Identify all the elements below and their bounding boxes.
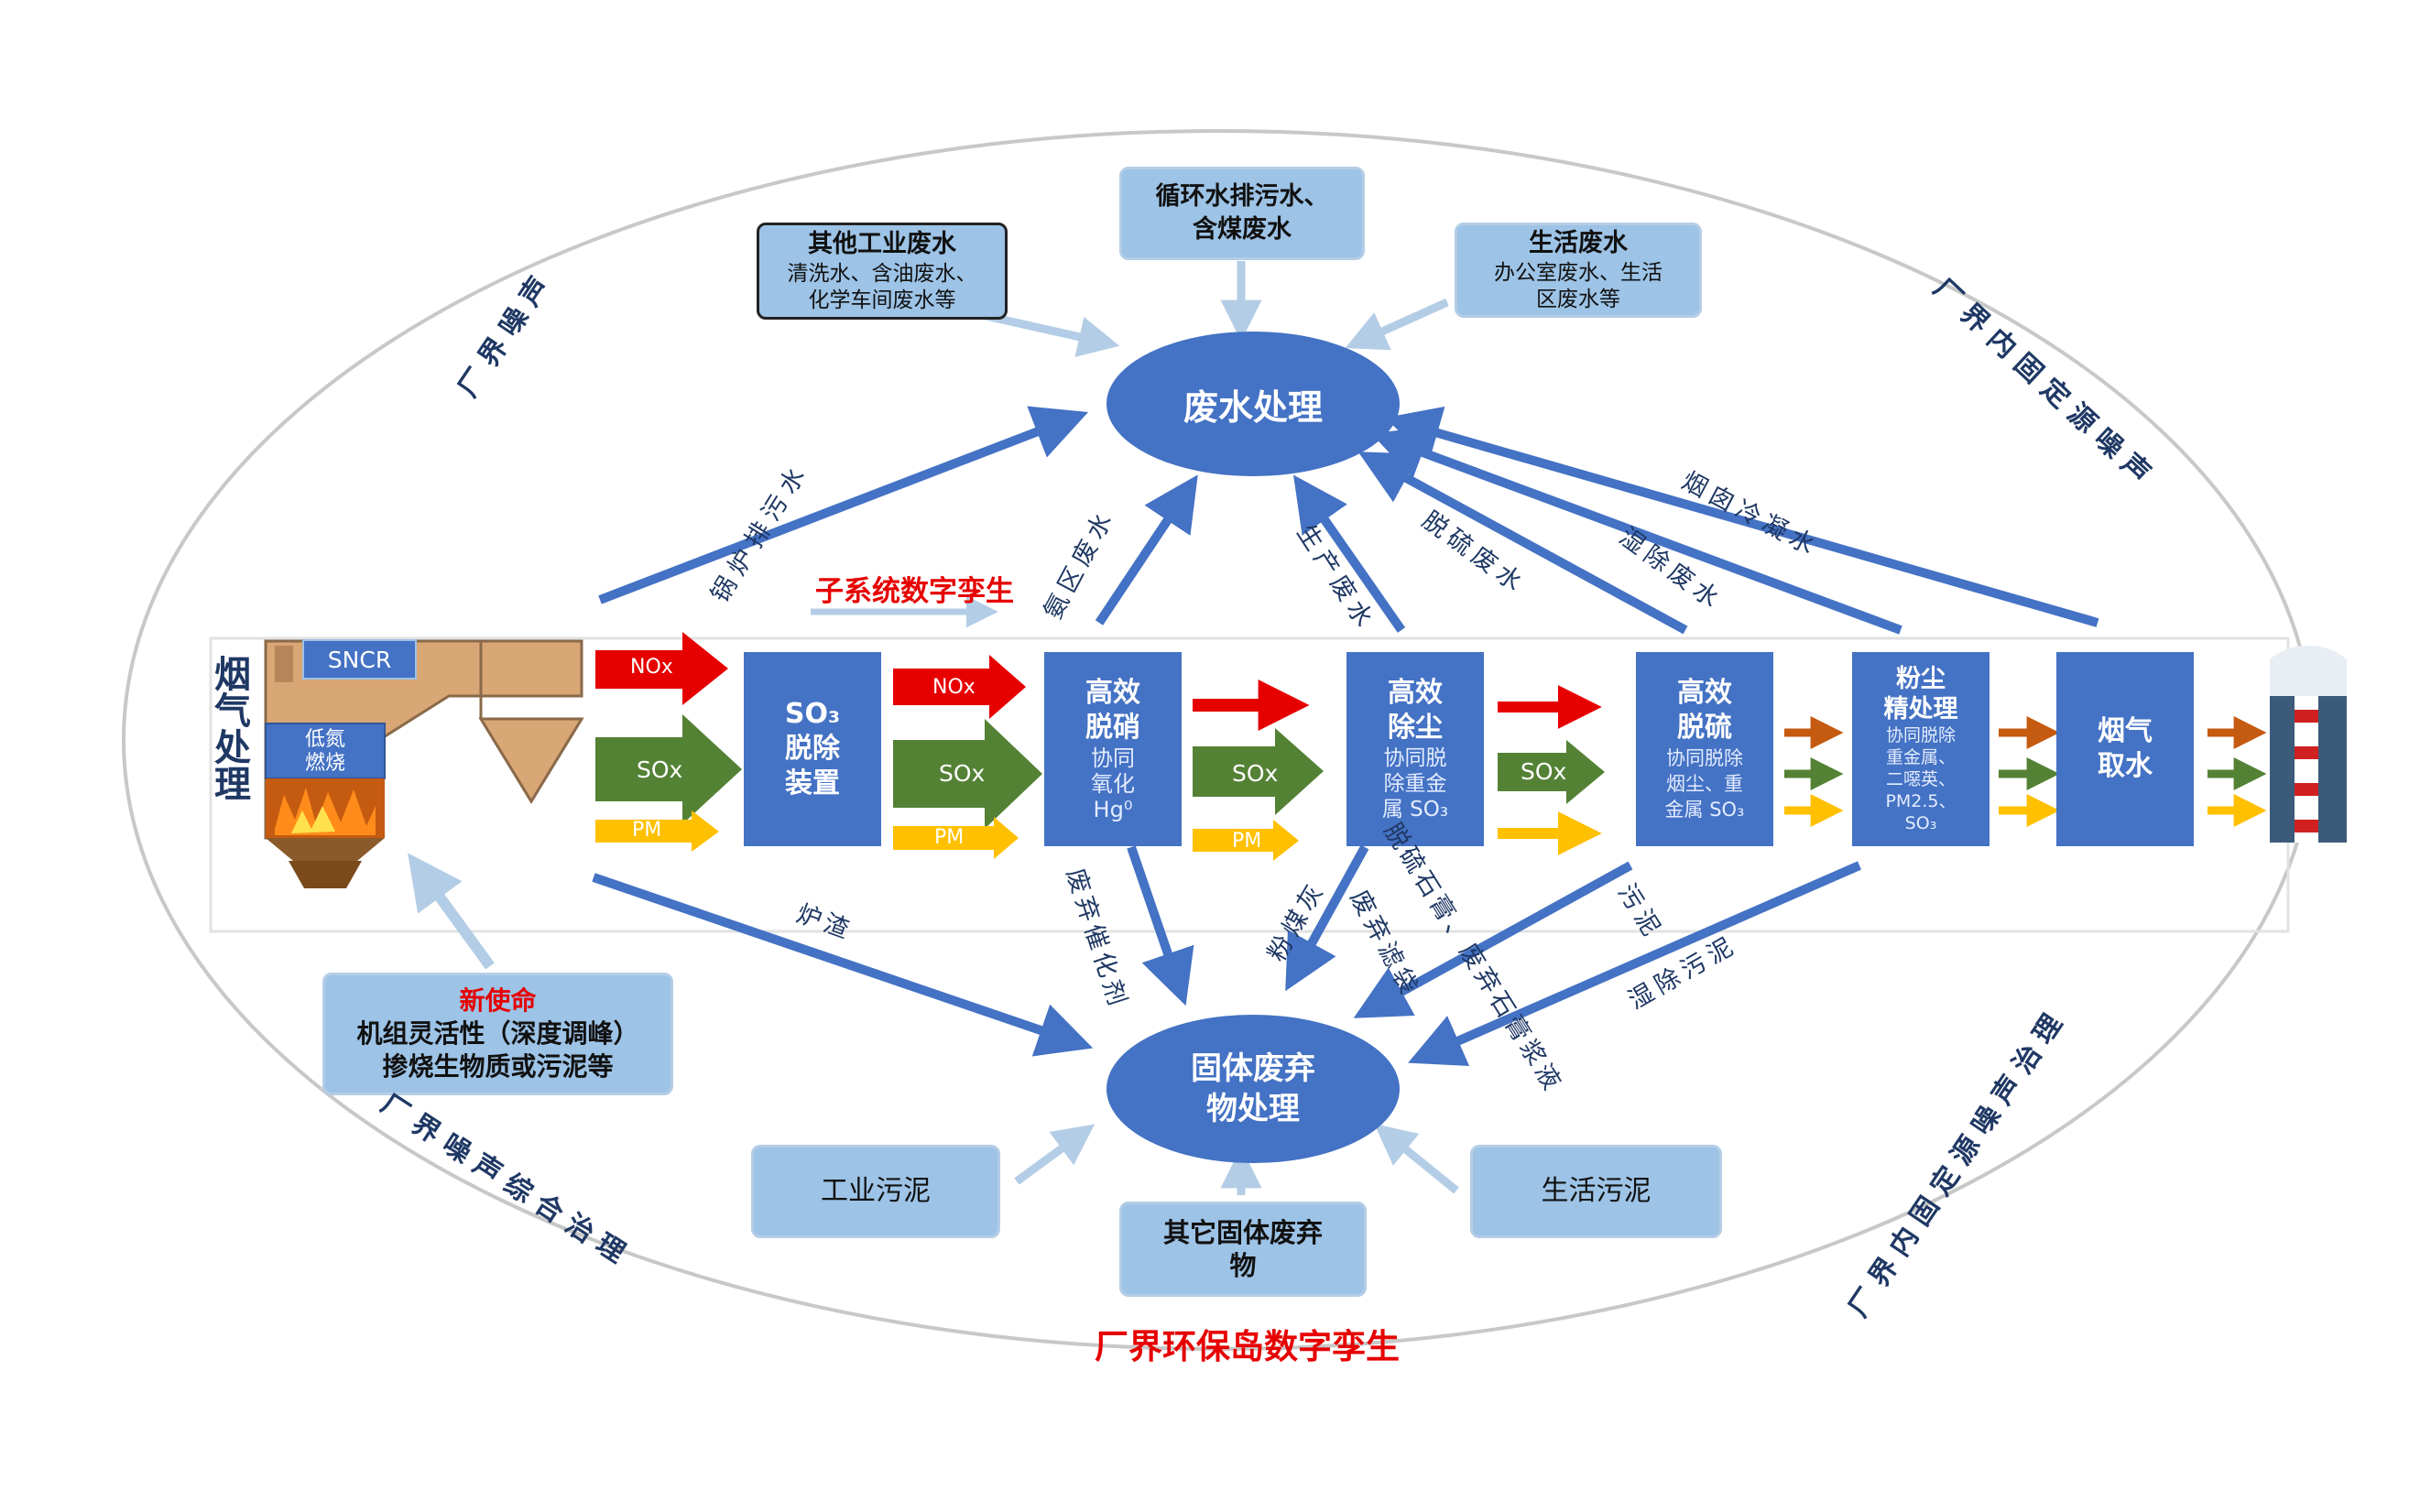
so3-removal-unit: SO₃ 脱除 装置	[744, 652, 881, 846]
flow-dust-to-ww	[1293, 474, 1406, 633]
ww-input-arrow-3	[1345, 298, 1449, 351]
flow-desulf-to-ww	[1357, 451, 1688, 635]
denitration-unit: 高效 脱硝 协同 氧化 Hg⁰	[1044, 652, 1182, 846]
sw-input-arrow-3	[1374, 1124, 1459, 1194]
pm-arrow-3	[1193, 820, 1299, 861]
subsystem-digital-twin-label: 子系统数字孪生	[815, 575, 1014, 608]
sncr-label: SNCR	[302, 639, 417, 680]
domestic-sludge-box: 生活污泥	[1470, 1145, 1722, 1238]
pm-label-1: PM	[632, 819, 662, 842]
sox-label-2: SOx	[939, 760, 986, 787]
boiler-illustration	[264, 639, 584, 888]
flow-denox-to-sw	[1127, 845, 1194, 1006]
flue-water-recovery-unit: 烟气 取水	[2056, 652, 2194, 846]
sox-arrow-3	[1193, 728, 1324, 815]
sox-label-3: SOx	[1232, 760, 1279, 787]
pm-label-3: PM	[1232, 830, 1262, 853]
chimney-illustration	[2270, 646, 2347, 843]
flow-boiler-to-ww	[598, 406, 1089, 604]
pm-label-2: PM	[934, 826, 965, 849]
flow-dust-to-sw	[1285, 844, 1369, 992]
domestic-wastewater-box: 生活废水 办公室废水、生活 区废水等	[1455, 223, 1702, 318]
sox-arrow-4	[1498, 740, 1605, 804]
solid-waste-treatment-center: 固体废弃 物处理	[1106, 1015, 1400, 1163]
industrial-sludge-box: 工业污泥	[751, 1145, 1000, 1238]
sox-label-1: SOx	[637, 756, 683, 783]
mission-arrow	[408, 853, 495, 970]
fine-dust-treatment-unit: 粉尘 精处理 协同脱除 重金属、 二噁英、 PM2.5、 SO₃	[1852, 652, 1989, 846]
wastewater-treatment-center: 废水处理	[1106, 332, 1400, 476]
circulating-water-box: 循环水排污水、 含煤废水	[1119, 167, 1365, 260]
nox-arrow-1	[595, 632, 728, 705]
pm-arrow-2	[893, 817, 1019, 859]
flow-fine-to-sw	[1408, 861, 1862, 1067]
sw-input-arrow-1	[1014, 1124, 1096, 1185]
low-nox-burner-label: 低氮燃烧	[304, 728, 345, 775]
nox-arrow-2	[893, 655, 1026, 719]
nox-label-2: NOx	[932, 676, 976, 699]
desulfurization-unit: 高效 脱硫 协同脱除 烟尘、重 金属 SO₃	[1636, 652, 1773, 846]
nox-label-1: NOx	[630, 656, 673, 679]
sox-label-4: SOx	[1521, 758, 1567, 785]
flue-gas-label: 烟气处理	[208, 655, 250, 801]
flow-desulf-to-sw	[1353, 861, 1633, 1018]
flow-denox-to-ww	[1095, 474, 1198, 625]
environmental-island-title: 厂界环保岛数字孪生	[1095, 1327, 1400, 1366]
sox-arrow-2	[893, 719, 1042, 829]
other-industrial-wastewater-box: 其他工业废水 清洗水、含油废水、 化学车间废水等	[757, 223, 1008, 320]
other-solid-waste-box: 其它固体废弃 物	[1119, 1202, 1367, 1297]
flow-boiler-to-sw	[592, 873, 1094, 1057]
flow-fine-to-ww	[1370, 426, 1902, 635]
sox-arrow-1	[595, 714, 742, 824]
dust-removal-unit: 高效 除尘 协同脱 除重金 属 SO₃	[1346, 652, 1484, 846]
new-mission-box: 新使命 机组灵活性（深度调峰） 掺烧生物质或污泥等	[322, 973, 673, 1095]
pm-arrow-1	[595, 810, 719, 852]
flow-water-to-ww	[1384, 406, 2099, 627]
